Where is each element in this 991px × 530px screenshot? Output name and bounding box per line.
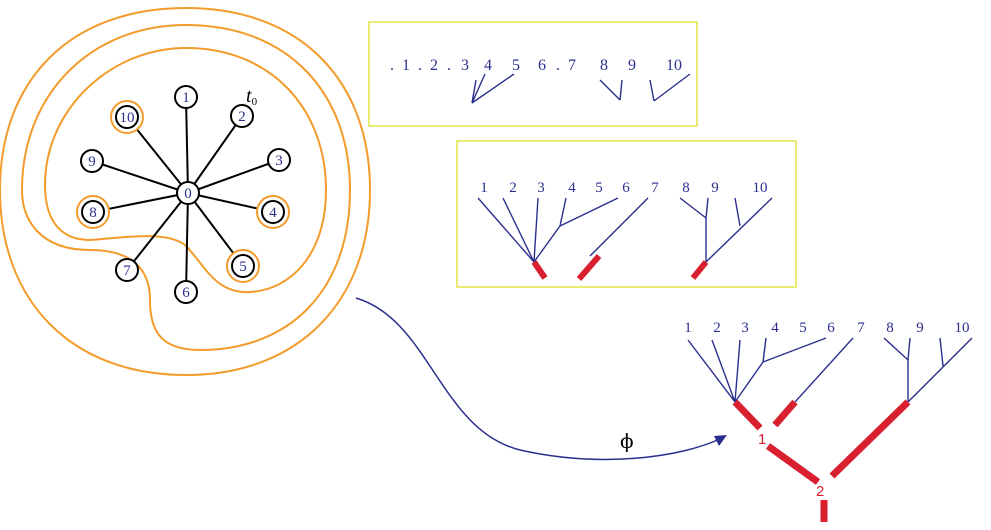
graph-node-1: 1 — [174, 85, 198, 109]
star-nodes: 1 2 3 4 5 6 7 8 9 10 0 — [76, 85, 291, 304]
node-label-4: 4 — [269, 205, 277, 221]
forest-leaf-label: 1 — [480, 180, 488, 196]
sequence-token: 10 — [666, 57, 682, 74]
sequence-token: 5 — [512, 57, 520, 74]
internal-node-label-2: 2 — [816, 483, 824, 500]
edge-0-9 — [91, 160, 189, 194]
outer-contour — [0, 6, 372, 377]
graph-node-8: 8 — [76, 195, 110, 229]
node-label-8: 8 — [89, 205, 97, 221]
orange-contours — [0, 6, 372, 377]
final-leaf-label: 1 — [684, 320, 692, 336]
final-leaf-label: 8 — [886, 320, 894, 336]
node-label-6: 6 — [182, 285, 190, 301]
sequence-token: 4 — [484, 57, 492, 74]
node-label-3: 3 — [275, 153, 283, 169]
final-leaf-label: 5 — [799, 320, 807, 336]
graph-node-0: 0 — [176, 181, 200, 205]
forest-labels: 1 2 3 4 5 6 7 8 9 10 — [480, 180, 767, 196]
final-leaf-label: 4 — [771, 320, 779, 336]
sequence-token: . — [418, 57, 422, 74]
arrowhead-icon — [714, 435, 727, 446]
sequence-token: 8 — [600, 57, 608, 74]
forest-leaf-label: 4 — [568, 180, 576, 196]
final-leaf-label: 7 — [857, 320, 865, 336]
internal-node-label-1: 1 — [758, 431, 766, 448]
graph-node-3: 3 — [267, 148, 291, 172]
graph-node-7: 7 — [115, 258, 139, 282]
graph-node-5: 5 — [226, 249, 260, 283]
sequence-token: 1 — [402, 57, 410, 74]
final-leaf-label: 3 — [741, 320, 749, 336]
edge-0-6 — [185, 192, 189, 293]
final-leaf-label: 6 — [827, 320, 835, 336]
middle-contour — [20, 23, 352, 352]
sequence-token: 3 — [461, 57, 469, 74]
sequence-token: . — [447, 57, 451, 74]
forest-leaf-label: 7 — [651, 180, 659, 196]
final-leaf-label: 2 — [713, 320, 721, 336]
node-label-0: 0 — [184, 186, 192, 202]
arrow-label: ϕ — [620, 429, 634, 453]
node-label-2: 2 — [238, 109, 246, 125]
sequence-token: . — [390, 57, 394, 74]
graph-label: t0 — [246, 85, 258, 108]
node-label-7: 7 — [123, 263, 131, 279]
inner-contour — [43, 46, 328, 294]
forest-branches — [477, 197, 773, 263]
graph-node-4: 4 — [256, 195, 290, 229]
forest-leaf-label: 5 — [595, 180, 603, 196]
sequence-token: 7 — [568, 57, 576, 74]
forest-leaf-label: 9 — [711, 180, 719, 196]
forest-leaf-label: 3 — [537, 180, 545, 196]
forest-box: 1 2 3 4 5 6 7 8 9 10 — [456, 140, 797, 288]
forest-leaf-label: 2 — [509, 180, 517, 196]
final-labels: 1 2 3 4 5 6 7 8 9 10 — [684, 320, 969, 336]
forest-leaf-label: 8 — [682, 180, 690, 196]
edge-0-7 — [126, 192, 189, 271]
node-label-9: 9 — [88, 154, 96, 170]
node-label-5: 5 — [239, 259, 247, 275]
edge-0-1 — [185, 96, 189, 194]
final-leaf-label: 9 — [916, 320, 924, 336]
final-tree: 1 2 1 2 3 4 5 6 7 8 9 10 — [684, 320, 973, 522]
final-red-edges — [732, 399, 911, 522]
graph-node-6: 6 — [174, 280, 198, 304]
node-label-1: 1 — [182, 90, 190, 106]
graph-node-9: 9 — [80, 149, 104, 173]
sequence-token: 9 — [628, 57, 636, 74]
edge-0-2 — [187, 115, 243, 194]
sequence-branches — [471, 73, 691, 104]
edge-0-3 — [187, 159, 280, 194]
sequence-token: . — [556, 57, 560, 74]
node-label-10: 10 — [120, 110, 135, 126]
phi-arrow: ϕ — [355, 297, 727, 461]
final-branches — [687, 337, 973, 403]
graph-node-2: 2 — [230, 104, 254, 128]
final-leaf-label: 10 — [955, 320, 970, 336]
sequence-token: 6 — [538, 57, 546, 74]
forest-leaf-label: 10 — [753, 180, 768, 196]
forest-leaf-label: 6 — [622, 180, 630, 196]
sequence-token: 2 — [430, 57, 438, 74]
forest-red-stems — [531, 254, 709, 281]
graph-node-10: 10 — [110, 100, 144, 134]
